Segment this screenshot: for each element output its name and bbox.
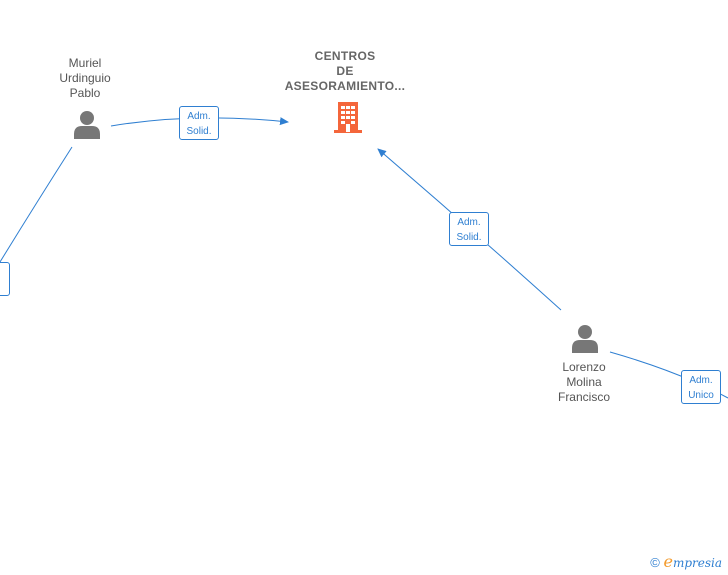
edge-label-muriel-out[interactable]: .	[0, 262, 10, 296]
person-muriel-line2: Urdinguio	[59, 71, 111, 85]
person-name-lorenzo[interactable]: Lorenzo Molina Francisco	[539, 360, 629, 405]
person-name-muriel[interactable]: Muriel Urdinguio Pablo	[40, 56, 130, 101]
person-lorenzo-line3: Francisco	[557, 390, 610, 404]
edge-label-line1: Adm.	[457, 217, 481, 228]
edge-label-line2: .	[0, 265, 9, 280]
person-muriel-line3: Pablo	[69, 86, 101, 100]
building-icon[interactable]	[332, 100, 364, 134]
company-name-line3: ASESORAMIENTO...	[284, 79, 406, 93]
brand-name: mpresia	[672, 556, 722, 570]
edge-label-line2: Solid.	[456, 232, 482, 243]
edge-label-line2: Solid.	[186, 126, 212, 137]
person-icon[interactable]	[570, 323, 600, 353]
company-name-line1: CENTROS	[314, 49, 376, 63]
person-lorenzo-line2: Molina	[566, 375, 602, 389]
edge-label-line1: Adm.	[187, 111, 211, 122]
edge-label-line2: Unico	[688, 390, 714, 401]
edge-muriel-out	[0, 146, 73, 263]
person-muriel-line1: Muriel	[68, 56, 102, 70]
person-icon[interactable]	[72, 109, 102, 139]
empresia-watermark: © empresia	[650, 552, 722, 571]
person-lorenzo-line1: Lorenzo	[562, 360, 606, 374]
company-name-line2: DE	[336, 64, 354, 78]
edge-label-lorenzo-out[interactable]: Adm. Unico	[681, 370, 721, 404]
edge-label-lorenzo-company[interactable]: Adm. Solid.	[449, 212, 489, 246]
edge-label-muriel-company[interactable]: Adm. Solid.	[179, 106, 219, 140]
brand-initial: e	[663, 552, 673, 571]
copyright-symbol: ©	[650, 555, 660, 570]
edge-label-line1: Adm.	[689, 375, 713, 386]
company-name[interactable]: CENTROS DE ASESORAMIENTO...	[280, 49, 410, 94]
